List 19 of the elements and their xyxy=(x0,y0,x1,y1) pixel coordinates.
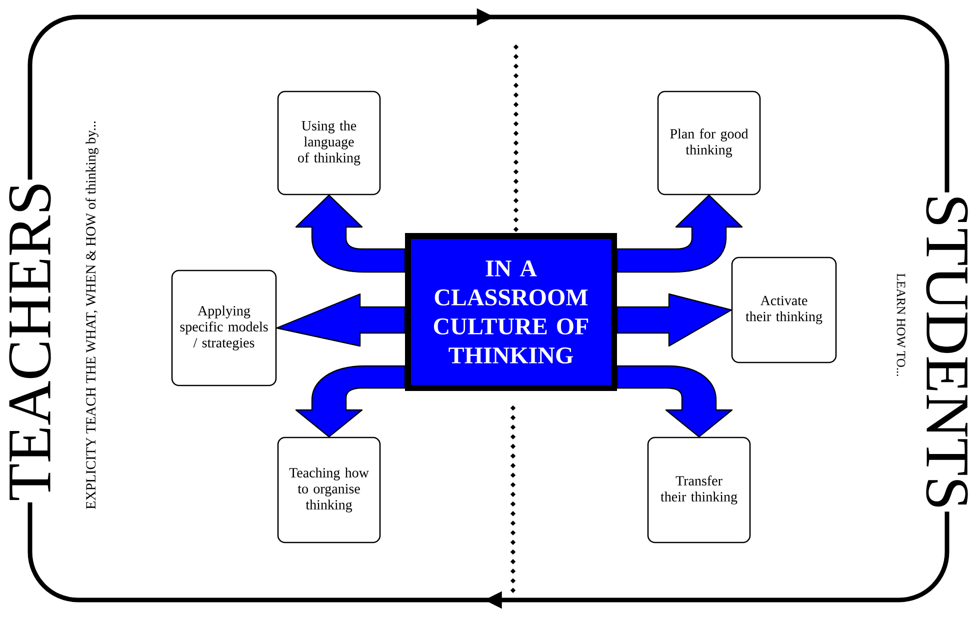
title-box: IN A CLASSROOM CULTURE OF THINKING xyxy=(405,233,617,391)
rounded-box: Plan for good thinking xyxy=(657,90,761,196)
cycle-arrow xyxy=(28,502,950,609)
side-caption: EXPLICITY TEACH THE WHAT, WHEN & HOW of thinking by... xyxy=(86,122,98,509)
block-arrow xyxy=(616,194,743,273)
rounded-box: Activate their thinking xyxy=(731,256,837,364)
block-arrow xyxy=(616,365,733,438)
rounded-box: Transfer their thinking xyxy=(647,436,751,544)
heading: STUDENTS xyxy=(926,198,968,507)
block-arrow xyxy=(295,194,406,273)
block-arrow xyxy=(276,293,406,347)
cycle-arrow xyxy=(28,8,950,192)
side-caption: LEARN HOW TO... xyxy=(896,274,906,376)
block-arrow xyxy=(295,365,406,438)
rounded-box: Applying specific models / strategies xyxy=(171,270,277,386)
rounded-box: Teaching how to organise thinking xyxy=(277,436,381,544)
heading: TEACHERS xyxy=(9,184,51,500)
block-arrow xyxy=(616,293,732,347)
rounded-box: Using the language of thinking xyxy=(277,90,381,196)
